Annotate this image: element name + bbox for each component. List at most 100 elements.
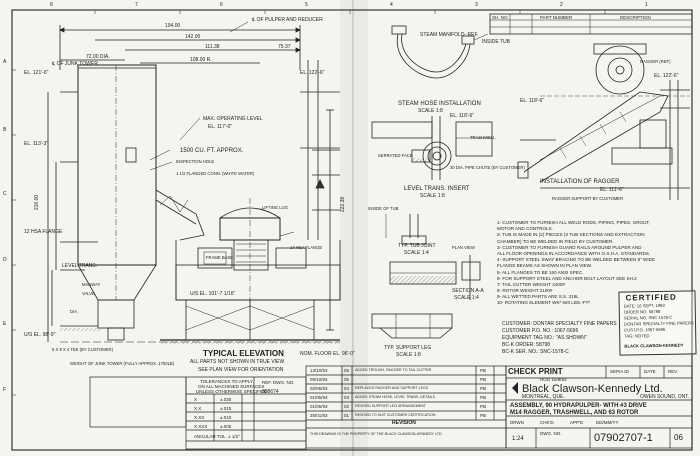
label-cuft: 1500 CU. FT. APPROX.: [180, 148, 244, 154]
rev-code: 05: [344, 377, 350, 382]
sheet-border: [11, 9, 693, 451]
label-motor: FRAME BASE: [206, 255, 233, 260]
label-max-op: MAX. OPERATING LEVEL: [203, 116, 263, 122]
chkd-label: CHK'D: [540, 420, 554, 425]
rev-date: 01/05/93: [310, 404, 328, 409]
dim-111: 111.38: [205, 44, 220, 50]
date-value: DD/MM/YY: [596, 420, 619, 425]
border-col-7: 7: [135, 2, 138, 8]
rev-code: 06: [344, 368, 350, 373]
label-hopper: 14 HSA FLANGE: [290, 245, 323, 250]
drawing-title-1: ASSEMBLY, 90 HYDRAPULPER- WITH #3 DRIVE: [510, 403, 647, 409]
sheet-number: 06: [674, 433, 683, 442]
border-row-e: E: [3, 321, 7, 327]
label-el111: EL. 111'-6": [600, 187, 624, 193]
rev-by: PB: [480, 404, 487, 409]
note-line: 2- TUB IS MADE IN (2) PIECES (3 TUB SECT…: [497, 232, 645, 238]
dwg-no-label: DWG. NO.: [540, 431, 562, 436]
steam-title: STEAM HOSE INSTALLATION: [398, 101, 481, 107]
elevation-drawing: [47, 21, 341, 343]
rev-header-part: PART NUMBER: [540, 15, 573, 20]
tol-row-3-dim: X.XX: [194, 415, 205, 420]
label-el96: NOM. FLOOR EL. 96'-0": [300, 351, 355, 357]
rev-by: PB: [480, 386, 487, 391]
section-scale: SCALE 1:4: [454, 295, 479, 301]
level-scale: SCALE 1:8: [420, 193, 445, 199]
revision-note: THIS DRAWING IS THE PROPERTY OF THE BLAC…: [310, 432, 443, 436]
dim-194: 194.00: [165, 23, 181, 29]
label-el113: EL. 113'-3": [24, 141, 49, 147]
ragger-title: INSTALLATION OF RAGGER: [540, 179, 620, 185]
elevation-note-1: ALL PARTS NOT SHOWN IN TRUE VIEW: [190, 359, 285, 365]
rev-date: 09/10/93: [310, 377, 328, 382]
dim-75: 75.37: [278, 44, 291, 50]
border-col-2: 2: [560, 2, 563, 8]
certified-po: CUST.P.O. 1067-5696: [624, 326, 666, 333]
note-line: 1- CUSTOMER TO FURNISH ALL WELD RODS, PI…: [497, 220, 650, 225]
border-col-6: 6: [220, 2, 223, 8]
label-manway: MANWAY: [82, 282, 101, 287]
customer-line-2: CUSTOMER P.O. NO.: 1067-5696: [502, 328, 579, 334]
rev-code: 03: [344, 395, 350, 400]
border-col-4: 4: [390, 2, 393, 8]
detail-drawings: [371, 25, 493, 339]
border-row-d: D: [3, 257, 7, 263]
label-cl-junk: ℄ OF JUNK TOWER: [52, 61, 98, 67]
tol-angular: ANGULAR TOL. ± 1/2°: [194, 434, 240, 439]
label-el121: EL. 121'-6": [24, 70, 49, 76]
label-flanged: 1 1/2 FLANGED CONN. (WHITE WATER): [176, 171, 255, 176]
rev-header-sh: SH. NO.: [492, 15, 509, 20]
rev-header-desc: DESCRIPTION: [620, 15, 651, 20]
label-trashwell: TRASHWELL: [470, 135, 496, 140]
tol-head: TOLERANCES TO APPLY: [200, 379, 253, 384]
rev-label: REV: [668, 369, 678, 374]
label-inside-tub: INSIDE TUB: [482, 39, 510, 45]
label-inspection: INSPECTION HOLE: [176, 159, 215, 164]
support-title: TYP. SUPPORT LEG: [384, 345, 432, 351]
rev-date: 01/05/93: [310, 395, 328, 400]
drawing-number: 07902707-1: [594, 432, 653, 444]
ragger-drawing: [489, 13, 693, 200]
border-col-3: 3: [475, 2, 478, 8]
label-ragger-ref: RAGGER (REF): [640, 59, 671, 64]
label-hsa: 12 HSA FLANGE: [24, 229, 63, 235]
certified-tag: TAG: NOTED: [624, 333, 650, 339]
rev-date: 13/10/93: [310, 368, 328, 373]
rev-by: PB: [480, 368, 487, 373]
label-cl-pulper: ℄ OF PULPER AND REDUCER: [252, 17, 323, 23]
border-row-b: B: [3, 127, 7, 133]
check-print-sub: ROO 16/8/93: [540, 377, 567, 382]
rev-text: REPLACED RAGGER AND SUPPORT LEGS: [355, 386, 429, 390]
steam-scale: SCALE 1:8: [418, 108, 443, 114]
note-line: ALL FLOOR OPENINGS IN ACCORDANCE WITH O.…: [497, 250, 651, 256]
label-inside-of-tub: INSIDE OF TUB: [368, 206, 399, 211]
company-name: Black Clawson-Kennedy Ltd.: [522, 383, 663, 395]
rev-text: REVISED SUPPORT LEG ARRANGEMENT: [355, 404, 426, 408]
certified-stamp: CERTIFIED DATE: 16 SEPT. 1993 ORDER NO. …: [618, 290, 697, 356]
note-line: 10- ROTATING ELEMENT WK² 920 LBS.-FT²: [497, 300, 590, 306]
label-lift: LIFTING LUG: [262, 205, 288, 210]
customer-line-5: BC-K SER. NO.: SNC-1578-C: [502, 349, 569, 355]
border-row-c: C: [3, 191, 7, 197]
label-el122: EL. 122'-6": [300, 70, 325, 76]
label-el118b: EL. 118'-6": [520, 98, 545, 104]
dim-222: 222.38: [340, 196, 347, 213]
tol-row-1-dim: X: [194, 397, 198, 402]
label-pipe-chute: 30 DIA. PIPE CHUTE (BY CUSTOMER): [450, 165, 525, 170]
border-col-8: 8: [50, 2, 53, 8]
certified-title: CERTIFIED: [625, 292, 677, 303]
tol-row-4-dim: X.XXX: [194, 424, 208, 429]
tub-joint-title: TYP. TUB JOINT: [398, 243, 436, 249]
elevation-note-2: SEE PLAN VIEW FOR ORIENTATION: [198, 367, 284, 373]
rev-date: 25/01/93: [310, 413, 328, 418]
label-weight-junk: WEIGHT OF JUNK TOWER (FULLY APPROX. 1750…: [70, 361, 175, 366]
label-el122b: EL. 122'-6": [654, 73, 679, 79]
note-line: 3- CUSTOMER TO FURNISH GUARD RAILS AROUN…: [497, 244, 642, 250]
date-label: DATE: [644, 369, 656, 374]
tol-sub-2: UNLESS OTHERWISE SPECIFIED: [196, 389, 268, 394]
drawn-label: DRWN: [510, 420, 524, 425]
section-title: SECTION A-A: [452, 288, 484, 294]
dim-216: 216.00: [34, 194, 41, 211]
